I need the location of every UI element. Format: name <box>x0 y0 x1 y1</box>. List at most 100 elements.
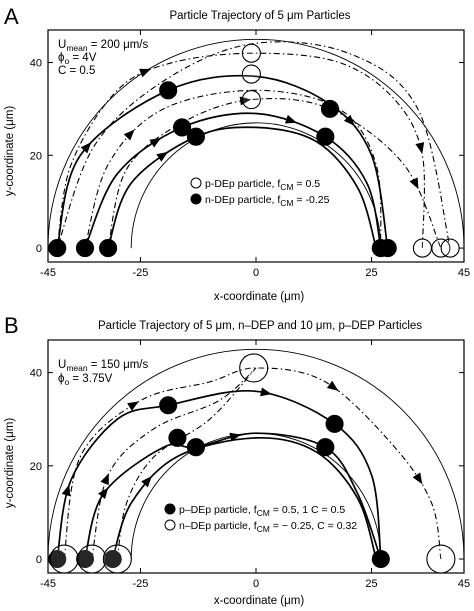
legend-label-sub: CM <box>257 524 270 534</box>
direction-arrow <box>139 68 151 78</box>
parameter-text-main: ϕ <box>58 373 64 385</box>
panel-a: A Particle Trajectory of 5 μm Particles … <box>4 4 470 303</box>
legend-label-main: p-DEp particle, f <box>205 178 280 190</box>
parameter-text-rest: = 200 μm/s <box>88 39 149 51</box>
y-tick-label: 0 <box>36 243 42 255</box>
trajectory-line <box>116 367 257 560</box>
trajectory-line <box>84 89 382 249</box>
parameter-text-sub: o <box>64 377 69 387</box>
filled-particle-marker <box>103 549 122 569</box>
x-tick-label: 25 <box>365 267 377 279</box>
legend-label-rest: = 0.5, 1 C = 0.5 <box>270 504 345 516</box>
filled-particle-marker <box>48 239 67 258</box>
legend-marker-open <box>190 177 202 189</box>
legend-label-main: p–DEp particle, f <box>179 504 257 516</box>
open-particle-marker <box>239 353 269 383</box>
parameter-text-rest: = 4V <box>69 52 97 64</box>
chart-title-b: Particle Trajectory of 5 μm, n–DEP and 1… <box>98 320 422 332</box>
legend-label: p-DEp particle, fCM = 0.5 <box>205 178 320 192</box>
x-tick-label: 0 <box>253 267 259 279</box>
direction-arrow <box>127 401 139 411</box>
filled-particle-marker <box>48 549 67 569</box>
legend-label-rest: = -0.25 <box>294 194 330 206</box>
trajectory-line <box>56 52 425 249</box>
legend-marker-filled <box>190 193 202 205</box>
filled-particle-marker <box>186 438 205 457</box>
direction-arrow <box>141 476 152 488</box>
filled-particle-marker <box>378 239 397 258</box>
parameter-text: C = 0.5 <box>58 65 95 77</box>
x-tick-label: 45 <box>458 578 470 590</box>
open-particle-marker <box>412 238 432 258</box>
parameter-text: ϕo = 4V <box>58 52 97 66</box>
panel-letter-a: A <box>4 4 19 29</box>
open-particle-marker <box>241 90 261 110</box>
direction-arrow <box>123 129 135 141</box>
y-tick-label: 0 <box>36 554 42 566</box>
parameter-text-sub: o <box>64 56 69 66</box>
filled-particle-marker <box>316 438 335 457</box>
direction-arrow <box>97 487 109 500</box>
parameter-text: Umean = 150 μm/s <box>58 359 148 373</box>
parameter-text-rest: = 3.75V <box>69 373 112 385</box>
y-tick-label: 20 <box>30 461 42 473</box>
x-axis-label-b: x-coordinate (μm) <box>214 595 305 607</box>
filled-particle-marker <box>75 549 95 569</box>
legend-label-sub: CM <box>280 198 293 208</box>
channel-inner-wall <box>130 122 382 249</box>
parameter-text-main: U <box>58 359 66 371</box>
legend-label-main: n–DEp particle, f <box>179 520 257 532</box>
legend-marker-filled <box>164 503 176 515</box>
x-tick-label: 45 <box>458 267 470 279</box>
open-particle-marker <box>241 43 261 63</box>
trajectory-line <box>91 367 257 560</box>
legend-marker-open <box>164 519 176 531</box>
direction-arrow <box>409 177 419 190</box>
y-tick-label: 40 <box>30 57 42 69</box>
legend-label-rest: = − 0.25, C = 0.32 <box>270 520 357 532</box>
legend-label: n-DEp particle, fCM = -0.25 <box>205 194 330 208</box>
direction-arrow <box>80 142 92 154</box>
x-tick-label: -45 <box>40 578 56 590</box>
filled-particle-marker <box>75 239 95 258</box>
channel-outer-wall <box>47 348 465 560</box>
open-particle-marker <box>102 544 132 574</box>
channel-inner-wall <box>130 432 382 560</box>
open-particle-marker <box>49 544 79 574</box>
x-tick-label: 25 <box>365 578 377 590</box>
filled-particle-marker <box>316 127 335 146</box>
filled-particle-marker <box>371 549 390 569</box>
legend-label-main: n-DEp particle, f <box>205 194 280 206</box>
y-tick-label: 20 <box>30 150 42 162</box>
parameter-text-main: C = 0.5 <box>58 65 95 77</box>
x-tick-label: 0 <box>253 578 259 590</box>
parameter-text: Umean = 200 μm/s <box>58 39 148 53</box>
direction-arrow <box>343 114 355 126</box>
panel-b: B Particle Trajectory of 5 μm, n–DEP and… <box>4 313 470 607</box>
trajectory-line <box>107 126 378 249</box>
direction-arrow <box>260 387 272 397</box>
legend-label-sub: CM <box>257 508 270 518</box>
x-tick-label: -45 <box>40 267 56 279</box>
parameter-text-sub: mean <box>66 363 88 373</box>
parameter-text-main: ϕ <box>58 52 64 64</box>
legend-label: n–DEp particle, fCM = − 0.25, C = 0.32 <box>179 520 357 534</box>
y-tick-label: 40 <box>30 368 42 380</box>
chart-title-a: Particle Trajectory of 5 μm Particles <box>169 10 350 22</box>
direction-arrow <box>326 380 339 391</box>
x-tick-label: -25 <box>132 578 148 590</box>
parameter-text-rest: = 150 μm/s <box>88 359 149 371</box>
parameter-text-main: U <box>58 39 66 51</box>
open-particle-marker <box>77 544 107 574</box>
channel-outer-wall <box>47 38 465 249</box>
filled-particle-marker <box>168 428 187 447</box>
filled-particle-marker <box>159 396 178 415</box>
y-axis-label-b: y-coordinate (μm) <box>4 418 16 509</box>
filled-particle-marker <box>320 99 340 118</box>
legend-label: p–DEp particle, fCM = 0.5, 1 C = 0.5 <box>179 504 345 518</box>
trajectory-line <box>56 389 382 560</box>
direction-arrow <box>284 114 297 124</box>
trajectory-line <box>111 437 378 560</box>
